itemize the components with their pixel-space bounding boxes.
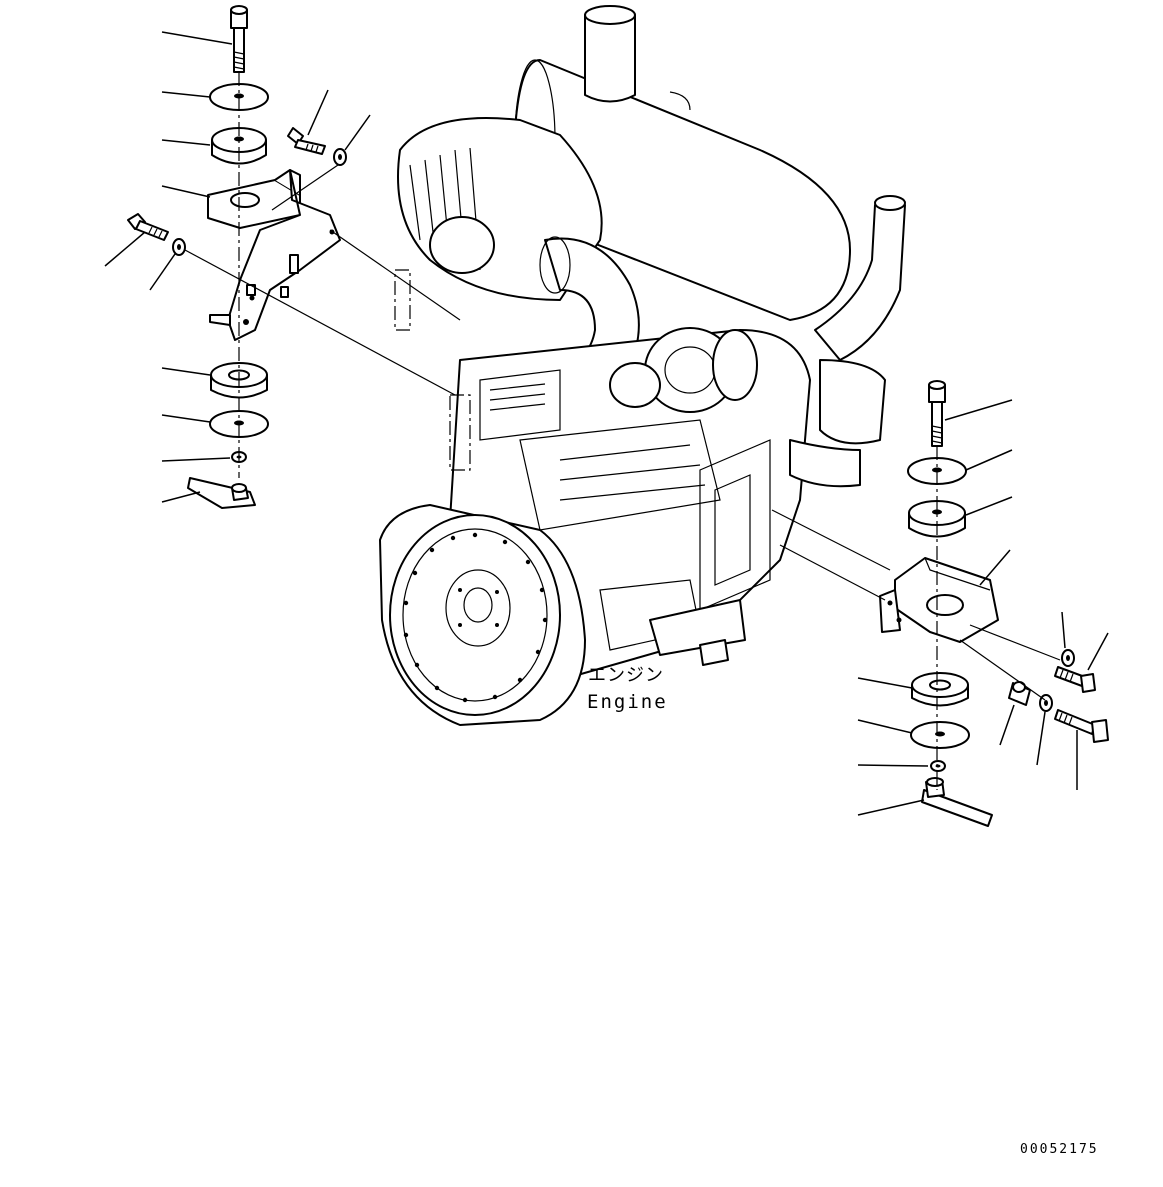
right-top-bolt	[928, 380, 946, 447]
engine-label-japanese: エンジン	[588, 665, 664, 686]
right-flat-washer-lower	[910, 721, 970, 749]
engine-label-english: Engine	[587, 691, 668, 713]
engine-assembly	[379, 5, 906, 726]
right-side-washer-upper	[1061, 649, 1075, 667]
left-side-bolt-upper	[287, 127, 326, 155]
turbocharger	[609, 327, 758, 413]
left-top-bolt	[230, 5, 248, 73]
right-mount-parts	[771, 380, 1109, 827]
coolant-hose	[789, 359, 886, 488]
left-side-bolt-lower	[127, 213, 169, 241]
left-side-washer-lower	[172, 238, 186, 256]
right-rubber-cushion-lower	[911, 672, 969, 707]
right-side-bolt-upper	[1054, 666, 1096, 693]
right-leader-lines	[857, 399, 1109, 816]
oil-pan	[649, 599, 746, 666]
right-nut-plate	[921, 777, 993, 827]
flywheel-bolt-holes	[403, 532, 548, 703]
right-lock-washer	[930, 760, 946, 772]
left-nut-plate	[187, 477, 256, 509]
drawing-number: 00052175	[1020, 1142, 1099, 1157]
left-side-washer-upper	[333, 148, 347, 166]
left-leader-lines	[104, 31, 371, 503]
right-engine-bracket	[879, 557, 999, 643]
flywheel-housing	[379, 504, 586, 726]
right-spacer-collar	[1008, 681, 1031, 706]
exhaust-stack	[584, 5, 636, 103]
left-mount-parts	[127, 5, 461, 509]
right-side-bolt-lower	[1054, 709, 1109, 743]
left-engine-bracket	[207, 169, 341, 341]
